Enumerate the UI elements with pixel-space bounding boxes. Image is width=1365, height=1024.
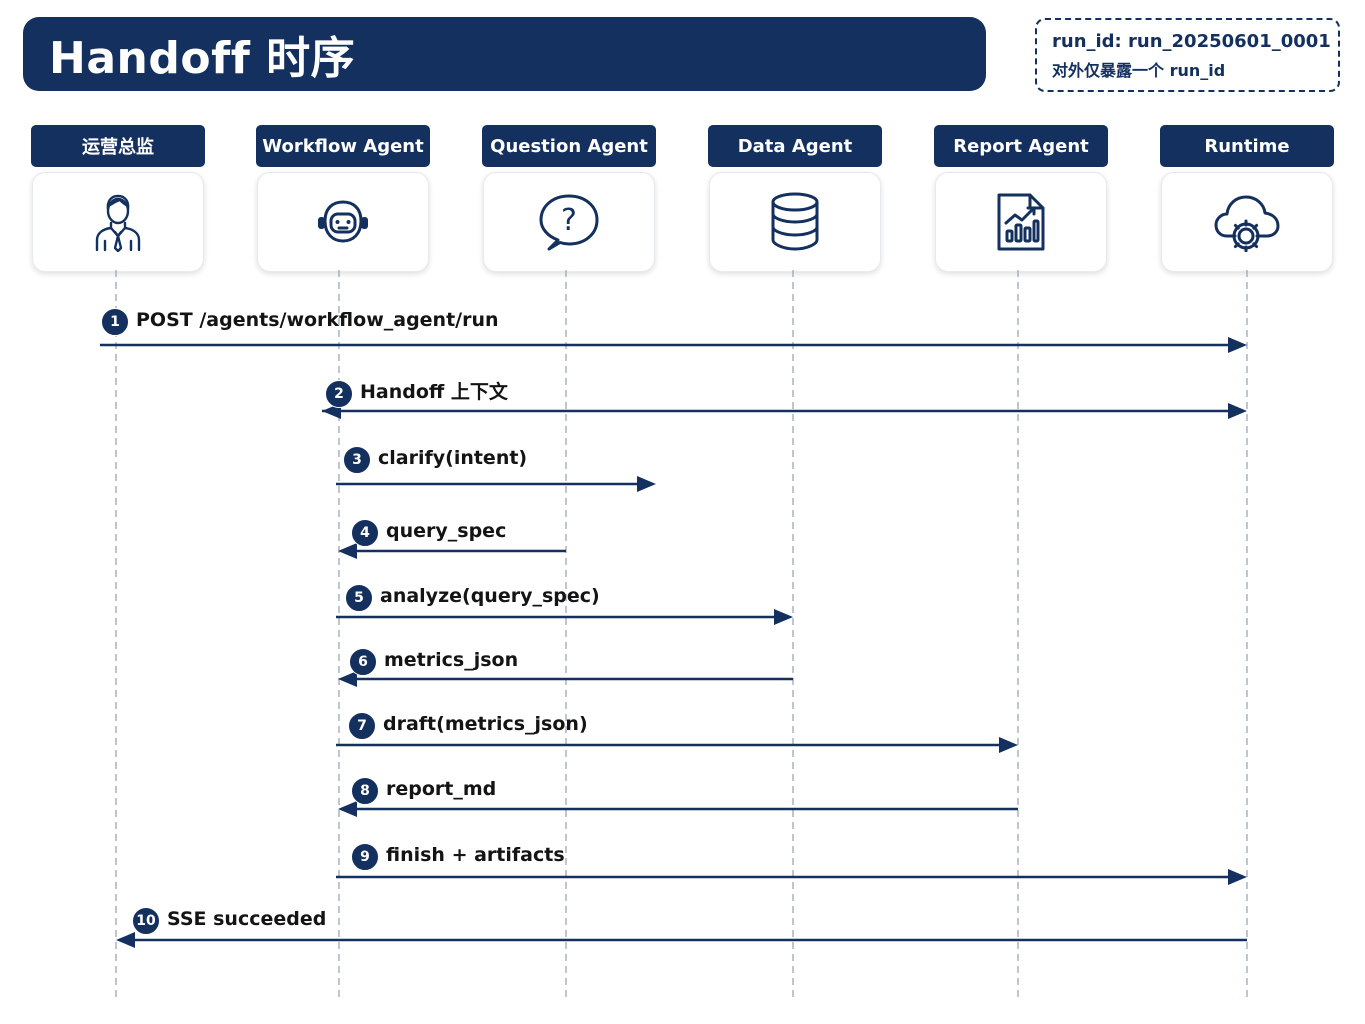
arrowhead-2 (1228, 403, 1247, 419)
message-label-1: POST /agents/workflow_agent/run (136, 309, 499, 331)
person-icon (95, 194, 141, 252)
message-label-10: SSE succeeded (167, 908, 327, 930)
actor-label-ops-director: 运营总监 (31, 125, 205, 167)
message-label-7: draft(metrics_json) (383, 713, 588, 735)
run-info-box: run_id: run_20250601_0001 对外仅暴露一个 run_id (1035, 18, 1340, 92)
actor-label-data-agent: Data Agent (708, 125, 882, 167)
actor-card-data-agent (709, 172, 881, 272)
run-id-text: run_id: run_20250601_0001 (1052, 31, 1331, 52)
step-number-9: 9 (351, 843, 379, 871)
step-number-3: 3 (343, 446, 371, 474)
cloud-gear-icon (1214, 195, 1280, 252)
arrowhead-4 (338, 543, 357, 559)
message-label-5: analyze(query_spec) (380, 585, 600, 607)
robot-icon (318, 200, 368, 243)
arrowhead-6 (338, 671, 357, 687)
actor-card-ops-director (32, 172, 204, 272)
message-label-2: Handoff 上下文 (360, 381, 508, 403)
message-label-3: clarify(intent) (378, 447, 528, 469)
report-chart-icon (997, 193, 1045, 251)
actor-label-runtime: Runtime (1160, 125, 1334, 167)
run-note-text: 对外仅暴露一个 run_id (1052, 61, 1226, 80)
question-bubble-icon: ? (539, 194, 599, 251)
step-number-7: 7 (348, 712, 376, 740)
actor-card-runtime (1161, 172, 1333, 272)
actor-label-workflow-agent: Workflow Agent (256, 125, 430, 167)
svg-text:?: ? (561, 203, 577, 238)
step-number-4: 4 (351, 519, 379, 547)
actor-label-report-agent: Report Agent (934, 125, 1108, 167)
arrowhead-8 (338, 801, 357, 817)
arrowhead-10 (116, 932, 135, 948)
arrowhead-1 (1228, 337, 1247, 353)
arrowhead-7 (999, 737, 1018, 753)
database-icon (771, 192, 819, 251)
title-bar: Handoff 时序 (23, 17, 986, 91)
page-title: Handoff 时序 (49, 33, 356, 84)
arrowhead-9 (1228, 869, 1247, 885)
step-number-2: 2 (325, 380, 353, 408)
actor-label-question-agent: Question Agent (482, 125, 656, 167)
message-label-6: metrics_json (384, 649, 519, 671)
message-label-8: report_md (386, 778, 497, 800)
step-number-1: 1 (101, 308, 129, 336)
step-number-6: 6 (349, 648, 377, 676)
arrowhead-3 (637, 476, 656, 492)
arrowhead-5 (774, 609, 793, 625)
message-label-4: query_spec (386, 520, 507, 542)
step-number-10: 10 (132, 907, 160, 935)
message-label-9: finish + artifacts (386, 844, 565, 866)
step-number-5: 5 (345, 584, 373, 612)
actor-card-workflow-agent (257, 172, 429, 272)
step-number-8: 8 (351, 777, 379, 805)
actor-card-report-agent (935, 172, 1107, 272)
actor-card-question-agent: ? (483, 172, 655, 272)
